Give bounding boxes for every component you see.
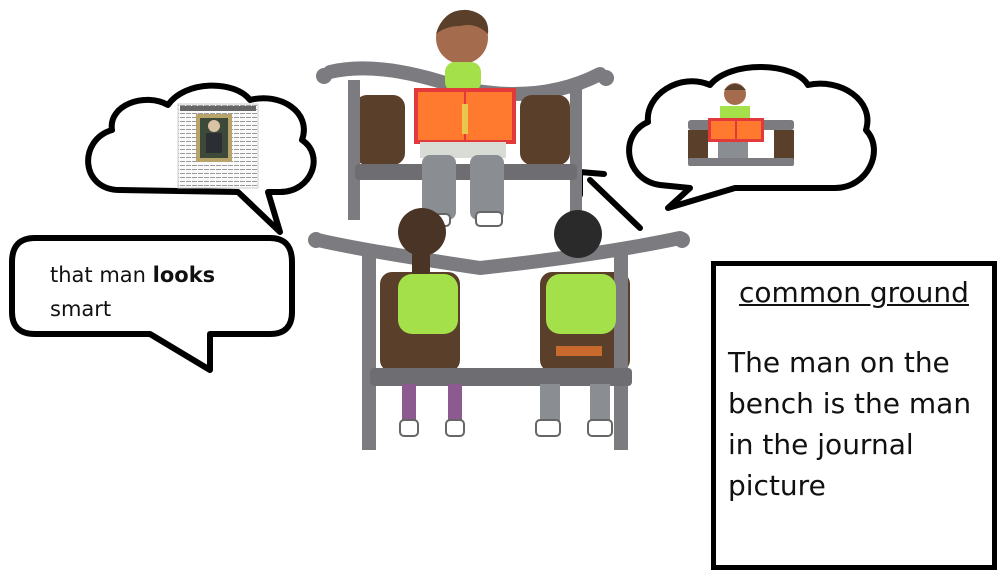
common-ground-box: common ground The man on the bench is th…	[711, 261, 997, 570]
thought-cloud-left	[88, 86, 314, 232]
common-ground-body: The man on the bench is the man in the j…	[728, 342, 990, 506]
journal-clipping-image	[178, 104, 258, 188]
boy-reading-on-bench	[414, 10, 516, 226]
boy-back-view	[536, 210, 616, 436]
speech-text-start: that man	[50, 263, 153, 287]
speech-text-emphasis: looks	[153, 263, 216, 287]
speech-bubble-text: that man looks smart	[50, 258, 270, 326]
speech-text-end: smart	[50, 297, 111, 321]
thought-cloud-right	[629, 67, 874, 208]
girl-back-view	[398, 208, 464, 436]
common-ground-title: common ground	[716, 276, 992, 309]
front-bench	[308, 232, 690, 450]
